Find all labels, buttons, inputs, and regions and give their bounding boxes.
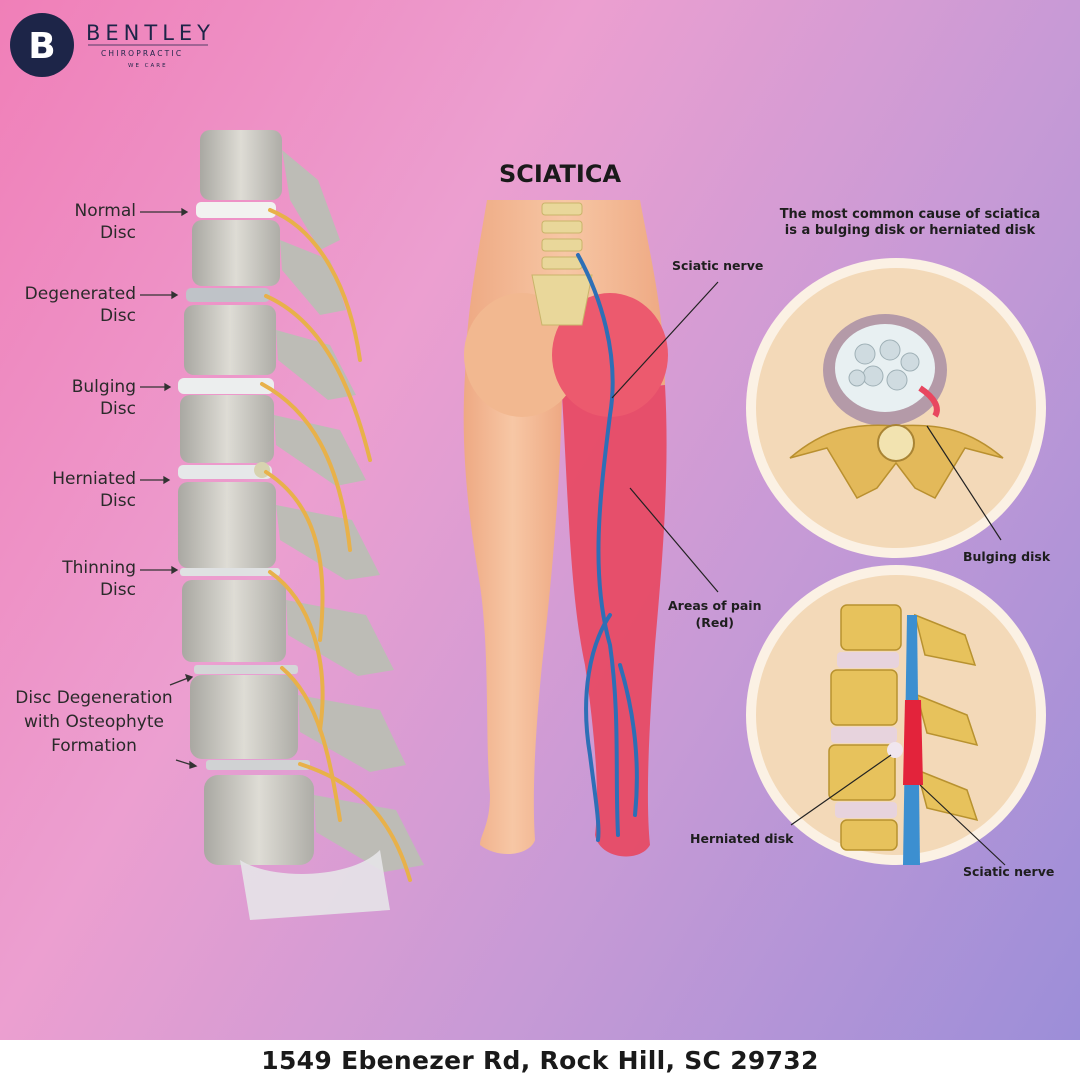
label-thinning-line2: Disc [99, 580, 136, 600]
label-normal-line2: Disc [99, 223, 136, 243]
bulging-disk-diagram [746, 258, 1046, 558]
label-osteophyte-line3: Formation [51, 736, 137, 756]
label-sciatic-nerve-legs: Sciatic nerve [672, 258, 764, 273]
logo-monogram: B [28, 26, 55, 67]
label-bulging-line1: Bulging [71, 377, 136, 397]
label-herniated-disc: Herniated Disc [20, 468, 136, 512]
spine-label-arrows [140, 207, 198, 769]
label-areas-of-pain: Areas of pain (Red) [668, 597, 762, 631]
logo: B BENTLEY CHIROPRACTIC WE CARE [8, 12, 218, 78]
cause-line2: is a bulging disk or herniated disk [784, 223, 1036, 238]
label-degenerated-disc: Degenerated Disc [4, 283, 136, 327]
footer-address: 1549 Ebenezer Rd, Rock Hill, SC 29732 [261, 1045, 819, 1075]
legs-illustration [463, 200, 668, 857]
footer-bar: 1549 Ebenezer Rd, Rock Hill, SC 29732 [0, 1040, 1080, 1080]
label-herniated-disk: Herniated disk [690, 831, 794, 846]
label-herniated-line2: Disc [99, 491, 136, 511]
logo-name: BENTLEY [86, 21, 215, 45]
label-thinning-disc: Thinning Disc [30, 557, 136, 601]
label-degenerated-line2: Disc [99, 306, 136, 326]
label-bulging-disk: Bulging disk [963, 549, 1051, 564]
spine-illustration [178, 130, 424, 920]
label-sciatic-nerve-circle: Sciatic nerve [963, 864, 1055, 879]
label-osteophyte-line1: Disc Degeneration [15, 688, 173, 708]
cause-line1: The most common cause of sciatica [779, 207, 1041, 222]
cause-text: The most common cause of sciatica is a b… [760, 207, 1060, 239]
label-normal-line1: Normal [74, 201, 136, 221]
label-bulging-disc: Bulging Disc [30, 376, 136, 420]
logo-sub: CHIROPRACTIC [101, 49, 183, 58]
sciatica-title: SCIATICA [498, 160, 622, 188]
infographic: B BENTLEY CHIROPRACTIC WE CARE [0, 0, 1080, 1040]
label-degenerated-line1: Degenerated [24, 284, 136, 304]
label-areas-of-pain-line1: Areas of pain [668, 598, 762, 613]
label-herniated-line1: Herniated [52, 469, 136, 489]
label-osteophyte: Disc Degeneration with Osteophyte Format… [4, 686, 184, 758]
logo-badge-icon: B BENTLEY CHIROPRACTIC WE CARE [10, 13, 215, 77]
sciatica-leader-lines [611, 281, 719, 593]
label-areas-of-pain-line2: (Red) [695, 615, 734, 630]
herniated-disk-diagram [746, 565, 1046, 866]
label-thinning-line1: Thinning [62, 558, 136, 578]
label-bulging-line2: Disc [99, 399, 136, 419]
logo-tagline: WE CARE [128, 63, 168, 69]
label-osteophyte-line2: with Osteophyte [24, 712, 164, 732]
label-normal-disc: Normal Disc [40, 200, 136, 244]
